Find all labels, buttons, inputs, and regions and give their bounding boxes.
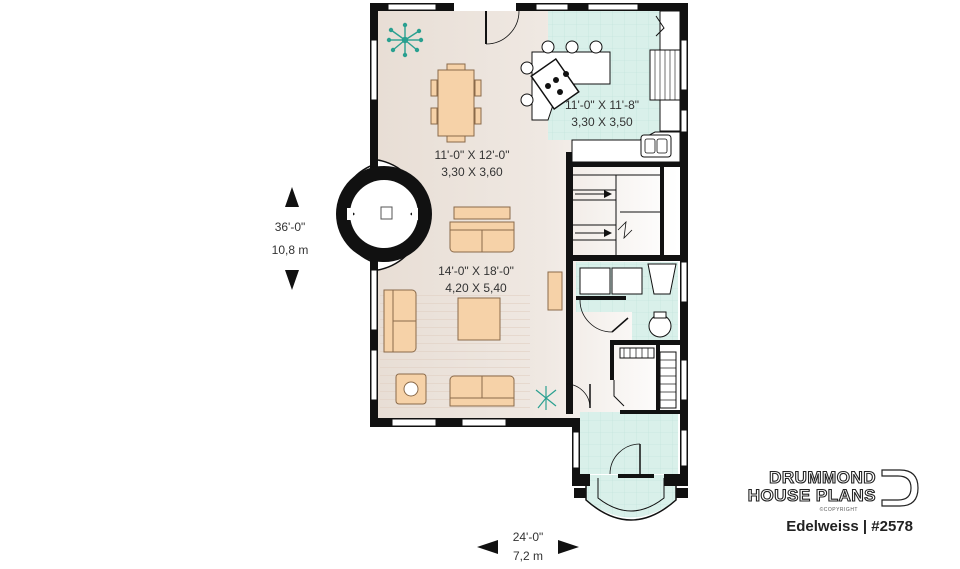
closet-door [619,347,655,359]
depth-dimension: 36'-0" 10,8 m [272,187,309,290]
kitchen [520,10,681,163]
fridge-lines [654,50,676,100]
washer [579,267,611,295]
arrow-up-icon [285,187,299,207]
width-metric: 7,2 m [513,549,543,563]
bay-fireplace [336,159,432,271]
floor-areas [378,8,678,518]
kitchen-dims-metric: 3,30 X 3,50 [571,115,633,129]
width-imperial: 24'-0" [513,530,544,544]
sofa-left [383,289,417,353]
armchair [395,373,427,405]
brand-line1: DRUMMOND [769,468,876,487]
dining-dims-metric: 3,30 X 3,60 [441,165,503,179]
service-area [565,263,677,409]
wall-right [680,3,688,477]
dining-dims-imperial: 11'-0" X 12'-0" [435,148,510,162]
stool [565,40,579,54]
side-table [547,271,563,311]
logo-d-icon [881,469,919,507]
sink-icon [640,134,672,158]
brand-copyright: ©COPYRIGHT [820,506,858,513]
dining [386,22,482,143]
dryer [611,267,643,295]
closet-shelf [659,351,677,409]
porch-floor [586,475,676,518]
plant-icon [386,22,424,58]
depth-imperial: 36'-0" [275,220,306,234]
foyer-tile [580,412,678,474]
plant-icon [535,386,557,410]
arrow-down-icon [285,270,299,290]
laundry-sink [647,263,677,295]
interior-walls [573,162,680,414]
dining-table [437,69,475,137]
stool [541,40,555,54]
entry [572,443,688,521]
porch-outline [585,476,677,521]
coffee-table [457,297,501,341]
kitchen-dims-imperial: 11'-0" X 11'-8" [565,98,639,112]
sofa-top [449,221,515,253]
cooktop-icon [530,57,580,111]
living-dims-imperial: 14'-0" X 18'-0" [438,264,514,278]
sofa-table [453,206,511,220]
width-dimension: 24'-0" 7,2 m [477,530,579,563]
stool [520,61,534,75]
brand-logo: DRUMMOND HOUSE PLANS ©COPYRIGHT [747,467,919,513]
living [383,206,563,410]
front-door-swing [609,443,641,475]
wall-top [370,3,688,11]
plan-title: Edelweiss | #2578 [786,518,913,535]
stairs [573,174,660,255]
stair-arrow-up [575,190,612,198]
bar-stools [520,40,603,107]
arrow-left-icon [477,540,498,554]
windows [370,3,688,469]
top-door [454,3,520,45]
wall-stair-left [566,152,573,414]
stool [589,40,603,54]
brand-line2: HOUSE PLANS [748,486,876,505]
depth-metric: 10,8 m [272,243,309,257]
sofa-bottom [449,375,515,407]
stair-arrow-down [575,229,612,237]
arrow-right-icon [558,540,579,554]
living-dims-metric: 4,20 X 5,40 [445,281,507,295]
stool [520,93,534,107]
dining-chairs [430,63,482,143]
